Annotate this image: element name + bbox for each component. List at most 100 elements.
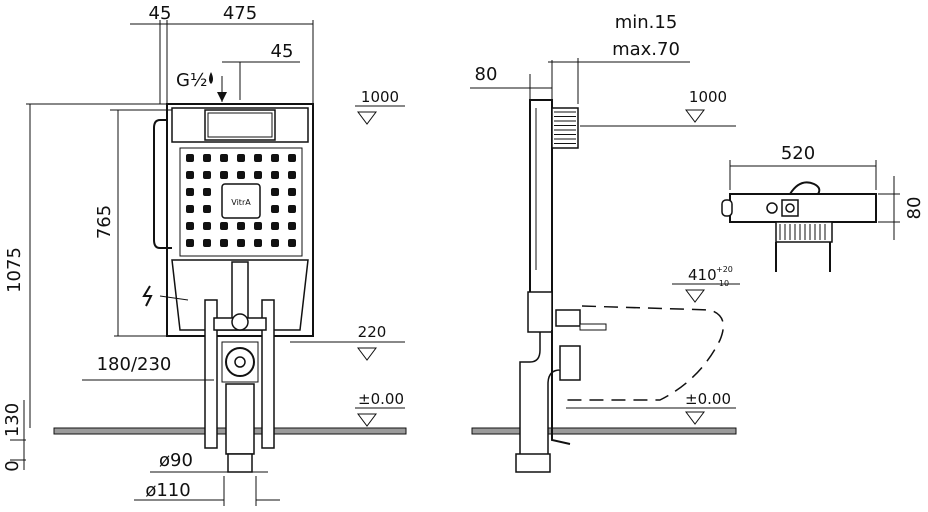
top-left-knob: [721, 199, 733, 217]
inlet-arrow: [217, 92, 227, 102]
panel-dot: [220, 222, 228, 230]
panel-dot: [186, 154, 194, 162]
side-wall-max-label: max.70: [612, 39, 680, 60]
top-width-label: 520: [781, 143, 815, 164]
frame-leg-left: [204, 299, 218, 449]
top-bracket-ribs: [779, 224, 826, 240]
dim-inlet-offset-label: 45: [271, 41, 294, 62]
panel-dot: [203, 154, 211, 162]
top-circle-left: [766, 202, 778, 214]
dim-offset-label: 45: [149, 3, 172, 24]
dim-pipe-dia-label: ø90: [159, 450, 193, 471]
panel-dot: [220, 154, 228, 162]
top-depth-label: 80: [904, 197, 925, 220]
side-wall-plate: [551, 107, 579, 149]
dot-grid: [186, 154, 296, 247]
top-frame-body: [729, 193, 877, 223]
dim-range-top-label: 130: [2, 403, 23, 437]
drain-pipe: [225, 383, 255, 455]
drain-bracket: [221, 341, 259, 383]
panel-dot: [254, 239, 262, 247]
panel-dot: [203, 239, 211, 247]
drain-connection-inner: [234, 356, 246, 368]
panel-dot: [220, 171, 228, 179]
side-wall-min-label: min.15: [615, 12, 678, 33]
panel-dot: [186, 222, 194, 230]
side-bowl-height-label: 410: [688, 266, 717, 284]
side-outlet-tip: [579, 323, 607, 331]
brand-label: VitrA: [231, 198, 251, 207]
side-flush-outlet: [555, 309, 581, 327]
panel-dot: [237, 239, 245, 247]
drain-pipe-end: [227, 453, 253, 473]
side-supply-pipe: [153, 119, 172, 249]
dim-drain-dia-label: ø110: [145, 480, 190, 501]
side-bowl-marker: [685, 289, 705, 303]
brand-plate: [221, 183, 261, 219]
panel-dot: [186, 205, 194, 213]
side-view: 80 min.15 max.70 1000 410 +20 -10 ±0.00: [470, 12, 740, 473]
side-lower-bracket: [527, 291, 553, 333]
level-zero-label: ±0.00: [358, 390, 404, 408]
water-connection-label: G½: [176, 70, 207, 91]
side-wall-ribs: [554, 111, 576, 144]
side-level-zero-marker: [685, 411, 705, 425]
panel-dot: [288, 222, 296, 230]
side-level-1000-marker: [685, 109, 705, 123]
panel-dot: [220, 239, 228, 247]
side-depth-label: 80: [475, 64, 498, 85]
panel-dot: [288, 205, 296, 213]
level-1000-label: 1000: [361, 88, 399, 106]
level-220-label: 220: [358, 323, 387, 341]
level-zero-marker: [357, 413, 377, 427]
panel-dot: [203, 222, 211, 230]
panel-dot: [288, 154, 296, 162]
top-square-hole: [785, 203, 795, 213]
side-floor-hatch: [471, 427, 737, 435]
panel-dot: [271, 171, 279, 179]
panel-dot: [254, 154, 262, 162]
panel-dot: [186, 188, 194, 196]
dim-frame-height-label: 1075: [4, 247, 25, 293]
electric-leader: [159, 295, 189, 301]
dim-width-label: 475: [223, 3, 257, 24]
side-bowl-tol-minus: -10: [716, 279, 729, 288]
panel-dot: [186, 171, 194, 179]
flush-connection-circle: [231, 313, 249, 331]
electric-icon: [142, 285, 153, 307]
panel-dot: [271, 205, 279, 213]
side-foot: [551, 330, 571, 445]
panel-dot: [271, 222, 279, 230]
side-bowl-tol-plus: +20: [716, 265, 733, 274]
level-1000-marker: [357, 111, 377, 125]
panel-dot: [254, 222, 262, 230]
dim-cistern-height-label: 765: [94, 205, 115, 239]
side-drain-end: [515, 453, 551, 473]
cistern-opening-inner: [207, 112, 273, 138]
frame-leg-right: [261, 299, 275, 449]
panel-dot: [271, 239, 279, 247]
panel-dot: [288, 188, 296, 196]
front-view: VitrA 45 475 45 G½: [2, 3, 407, 506]
panel-dot: [203, 171, 211, 179]
dim-range-bottom-label: 0: [2, 460, 23, 471]
panel-dot: [254, 171, 262, 179]
level-220-marker: [357, 347, 377, 361]
top-view: 520 80: [721, 143, 925, 272]
dim-flush-pipe-label: 180/230: [97, 354, 172, 375]
side-level-zero-label: ±0.00: [685, 390, 731, 408]
cistern-inspection-opening: [204, 109, 276, 141]
panel-dot: [271, 154, 279, 162]
side-level-1000-label: 1000: [689, 88, 727, 106]
panel-dot: [203, 205, 211, 213]
panel-dot: [237, 154, 245, 162]
panel-dot: [288, 171, 296, 179]
panel-dot: [271, 188, 279, 196]
panel-dot: [237, 222, 245, 230]
top-pipe-arc: [789, 181, 821, 195]
side-drain-socket: [559, 345, 581, 381]
panel-dot: [237, 171, 245, 179]
water-drop-icon: [209, 72, 213, 84]
panel-dot: [288, 239, 296, 247]
